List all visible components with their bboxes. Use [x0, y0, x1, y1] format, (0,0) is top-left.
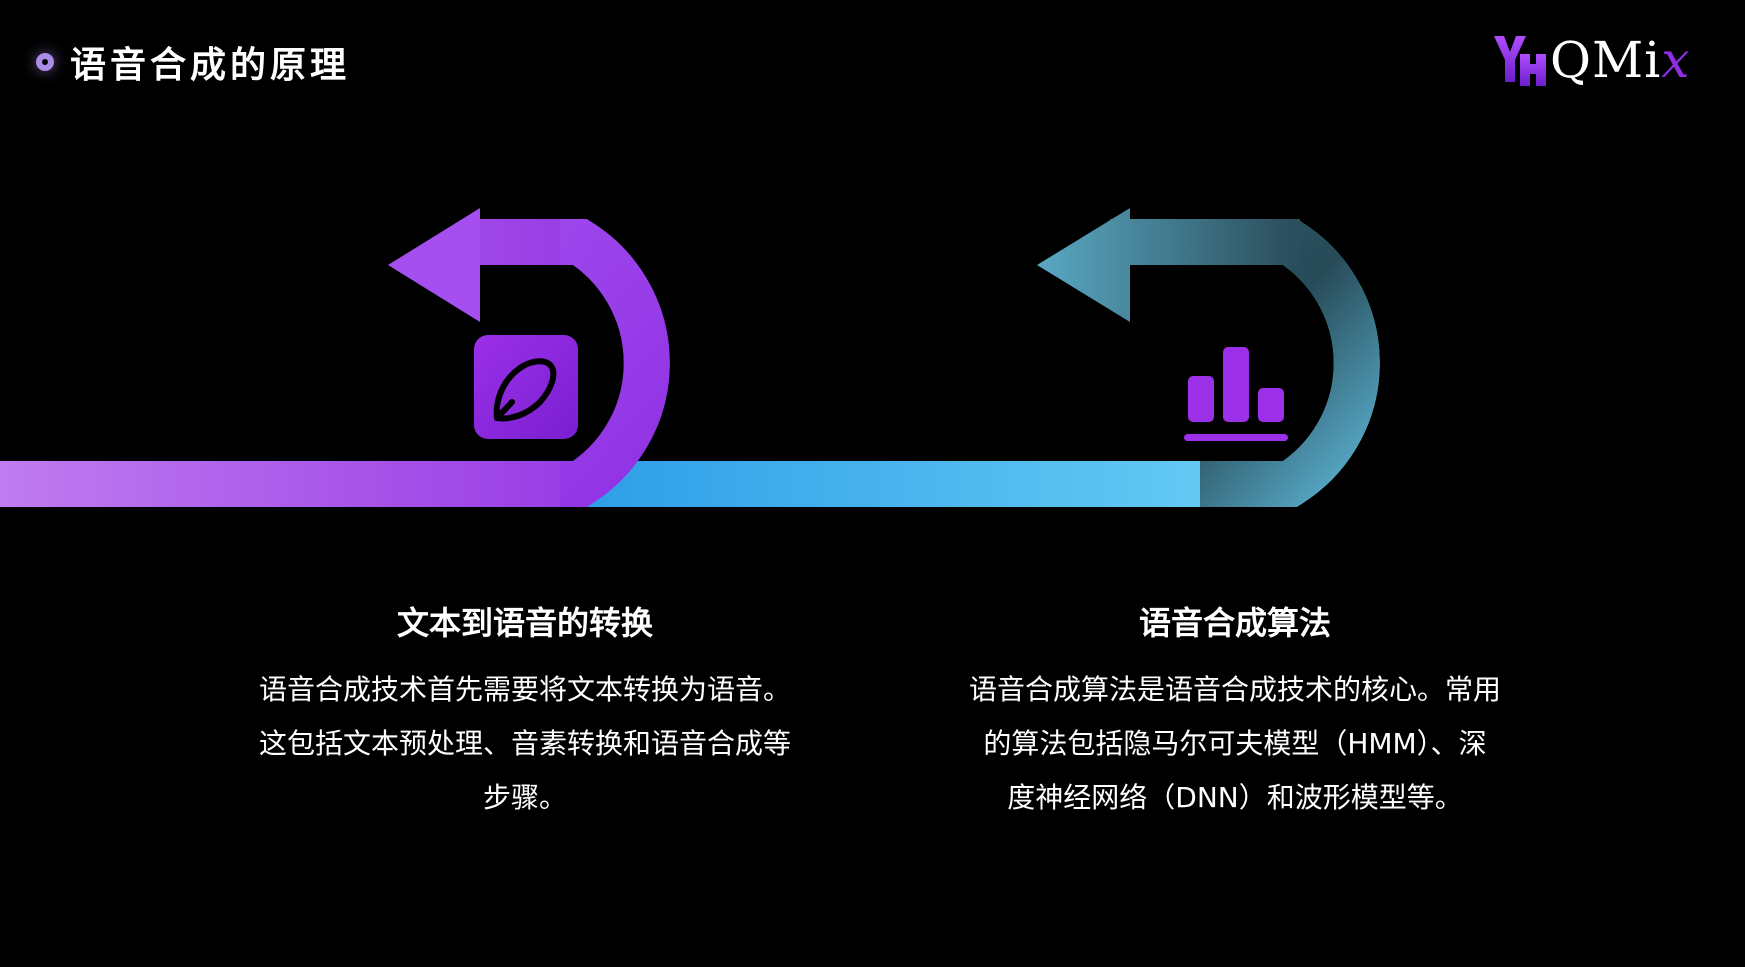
pen-icon — [474, 335, 578, 439]
step-1-body: 语音合成技术首先需要将文本转换为语音。 这包括文本预处理、音素转换和语音合成等 … — [225, 663, 825, 825]
logo-text-main: QMi — [1550, 31, 1662, 89]
left-loop-arc — [560, 219, 670, 507]
right-loop-arc — [1110, 219, 1380, 507]
logo-wordmark: QMix — [1550, 30, 1690, 90]
title-bullet-icon — [36, 53, 54, 71]
step-1-heading: 文本到语音的转换 — [396, 604, 653, 642]
page-title-bar: 语音合成的原理 — [36, 38, 350, 86]
step-2-body: 语音合成算法是语音合成技术的核心。常用 的算法包括隐马尔可夫模型（HMM）、深 … — [935, 663, 1535, 825]
logo-mark-icon — [1494, 36, 1546, 86]
step-2-body-line: 的算法包括隐马尔可夫模型（HMM）、深 — [983, 727, 1487, 760]
step-2-body-line: 度神经网络（DNN）和波形模型等。 — [1007, 781, 1463, 814]
right-arrow-head — [1037, 208, 1130, 322]
step-2-body-line: 语音合成算法是语音合成技术的核心。常用 — [968, 673, 1501, 706]
step-2-heading: 语音合成算法 — [1138, 604, 1331, 642]
right-arrow-shaft — [1120, 219, 1300, 265]
page-title: 语音合成的原理 — [70, 45, 351, 86]
step-1-body-line: 语音合成技术首先需要将文本转换为语音。 — [258, 673, 791, 706]
step-1-body-line: 这包括文本预处理、音素转换和语音合成等 — [258, 727, 791, 760]
left-arrow-head — [388, 208, 480, 322]
logo-text-accent: x — [1661, 31, 1691, 89]
bar-chart-icon — [1184, 347, 1288, 441]
step-1-body-line: 步骤。 — [482, 781, 567, 814]
brand-logo: QMix — [1490, 30, 1710, 90]
